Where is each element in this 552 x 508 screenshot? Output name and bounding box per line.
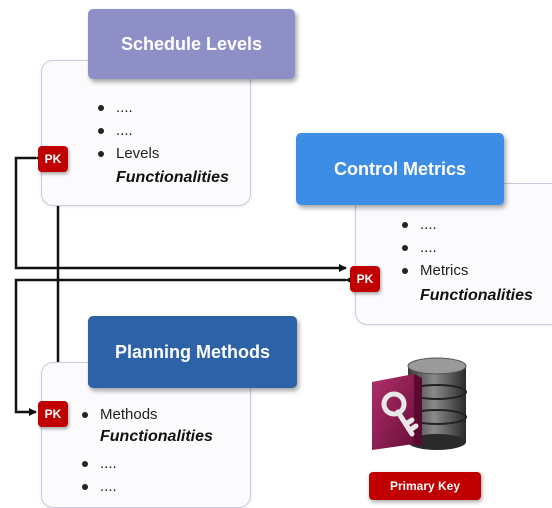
schedule-levels-card bbox=[41, 60, 251, 206]
primary-key-legend[interactable]: Primary Key bbox=[369, 472, 481, 500]
control-metrics-pk-badge[interactable]: PK bbox=[350, 266, 380, 292]
planning-methods-list-top: Methods bbox=[80, 403, 158, 426]
list-item: .... bbox=[400, 236, 468, 259]
control-metrics-list: .... .... Metrics bbox=[400, 213, 468, 282]
planning-methods-title: Planning Methods bbox=[115, 341, 270, 362]
list-item: Methods bbox=[80, 403, 158, 426]
schedule-levels-list: .... .... Levels bbox=[96, 96, 159, 165]
control-metrics-header: Control Metrics bbox=[296, 133, 504, 205]
list-item: .... bbox=[80, 452, 117, 475]
list-item: Levels bbox=[96, 142, 159, 165]
schedule-levels-title: Schedule Levels bbox=[120, 33, 263, 54]
schedule-levels-header: Schedule Levels bbox=[88, 9, 295, 79]
control-metrics-functionalities: Functionalities bbox=[420, 287, 533, 304]
pk-link-metrics-planning bbox=[14, 276, 353, 416]
control-metrics-title: Control Metrics bbox=[333, 158, 466, 179]
list-item: Metrics bbox=[400, 259, 468, 282]
list-item: .... bbox=[80, 475, 117, 498]
schedule-levels-functionalities: Functionalities bbox=[116, 169, 229, 186]
pk-link-schedule-metrics bbox=[14, 154, 347, 272]
database-key-icon bbox=[372, 357, 467, 450]
schedule-levels-pk-badge[interactable]: PK bbox=[38, 146, 68, 172]
list-item: .... bbox=[400, 213, 468, 236]
planning-methods-header: Planning Methods bbox=[88, 316, 297, 388]
planning-methods-list-bottom: .... .... bbox=[80, 452, 117, 498]
list-item: .... bbox=[96, 119, 159, 142]
control-metrics-card bbox=[355, 183, 552, 325]
planning-methods-functionalities: Functionalities bbox=[100, 428, 213, 445]
list-item: .... bbox=[96, 96, 159, 119]
planning-methods-pk-badge[interactable]: PK bbox=[38, 401, 68, 427]
